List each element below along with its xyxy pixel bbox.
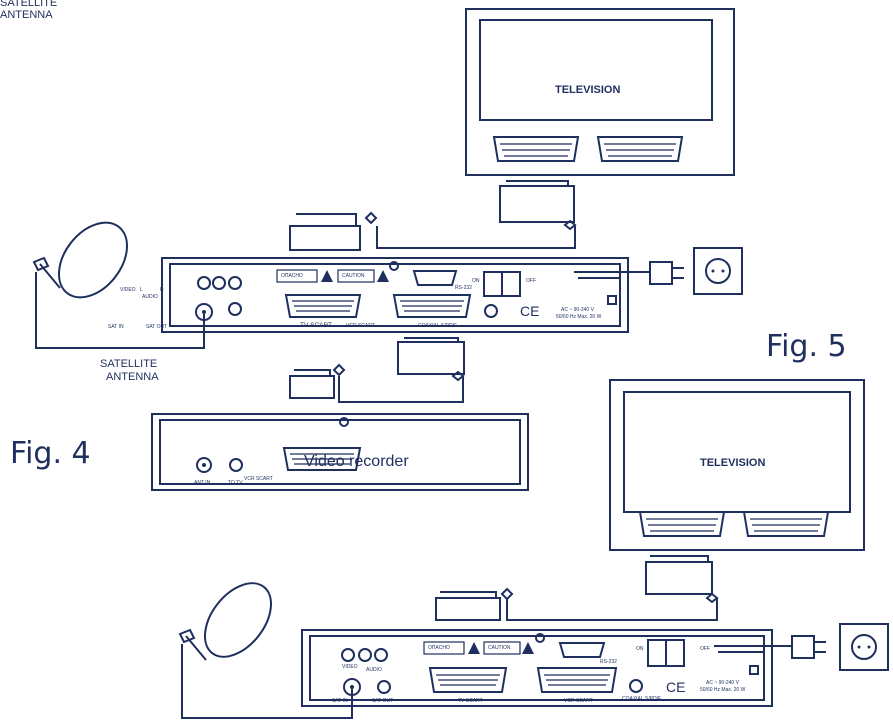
vcr-name-label: Video recorder — [304, 453, 409, 470]
fig4-video-recorder: ANT IN TO TV VCR SCART Video recorder — [151, 413, 529, 491]
satellite-label-top-line1: SATELLITE — [0, 0, 57, 9]
vcr-to-tv-label: TO TV — [228, 480, 243, 486]
fig4-ce-mark: CE — [520, 303, 539, 319]
fig4-receiver-satout-label: SAT OUT — [146, 324, 167, 330]
fig5-power-cable — [744, 623, 889, 671]
fig4-switch-off: OFF — [526, 278, 536, 284]
fig4-power-cable — [596, 247, 743, 295]
fig5-television: TELEVISION — [609, 379, 865, 551]
fig4-receiver: VIDEO L R AUDIO SAT IN SAT OUT ОПАСНО CA… — [108, 257, 629, 333]
fig4-receiver-l-label: L — [140, 287, 143, 293]
fig4-coaxial-label: COAXIAL S/PDIF — [418, 323, 457, 329]
satellite-label-top-line2: ANTENNA — [0, 9, 53, 21]
fig4-warning-1: ОПАСНО — [281, 273, 303, 279]
fig4-caption: Fig. 4 — [10, 436, 91, 471]
fig4-television-label: TELEVISION — [555, 84, 620, 96]
fig5-power-rating-1: AC ~ 90-240 V — [706, 680, 740, 686]
fig4-receiver-satin-label: SAT IN — [108, 324, 124, 330]
fig5-warning-1: ОПАСНО — [428, 645, 450, 651]
fig4-satellite-dish — [32, 221, 205, 349]
fig5-television-label: TELEVISION — [700, 457, 765, 469]
fig5-caption: Fig. 5 — [766, 329, 847, 364]
fig4-power-rating-1: AC ~ 90-240 V — [561, 307, 595, 313]
fig4-receiver-video-label: VIDEO — [120, 287, 136, 293]
fig4-switch-on: ON — [472, 278, 480, 284]
fig4-warning-2: CAUTION — [342, 273, 365, 279]
fig5-rs232-label: RS-232 — [600, 659, 617, 665]
fig5-tv-scart-cable — [435, 555, 719, 621]
fig5-switch-on: ON — [636, 646, 644, 652]
fig4-vcr-scart-label: VCR SCART — [346, 323, 375, 329]
fig4-tv-scart-label: TV SCART — [300, 322, 332, 329]
fig5-receiver-audio-label: AUDIO — [366, 667, 382, 673]
fig5-receiver-video-label: VIDEO — [342, 664, 358, 670]
fig5-switch-off: OFF — [700, 646, 710, 652]
fig5-receiver-satout-label: SAT OUT — [372, 698, 393, 704]
fig5-tv-scart-label: TV SCART — [458, 698, 483, 704]
fig4-satellite-label-line1: SATELLITE — [100, 358, 157, 370]
fig4-satellite-label-line2: ANTENNA — [106, 371, 159, 383]
fig4-television: TELEVISION — [465, 8, 735, 176]
fig4-receiver-audio-label: AUDIO — [142, 294, 158, 300]
fig5-satellite-dish — [178, 582, 353, 719]
fig5-warning-2: CAUTION — [488, 645, 511, 651]
fig4-rs232-label: RS-232 — [455, 285, 472, 291]
fig4-tv-scart-cable — [289, 180, 577, 251]
fig4-vcr-scart-cable — [289, 337, 465, 403]
fig5-receiver-satin-label: SAT IN — [332, 698, 348, 704]
vcr-scart-label: VCR SCART — [244, 476, 273, 482]
fig5-receiver: VIDEO AUDIO SAT IN SAT OUT ОПАСНО CAUTIO… — [301, 629, 773, 707]
fig5-ce-mark: CE — [666, 679, 685, 695]
fig5-coaxial-label: COAXIAL S/PDIF — [622, 696, 661, 702]
fig5-power-rating-2: 50/60 Hz Max. 20 W — [700, 687, 746, 693]
fig4-power-rating-2: 50/60 Hz Max. 20 W — [556, 314, 602, 320]
fig5-vcr-scart-label: VCR SCART — [564, 698, 593, 704]
vcr-ant-in-label: ANT IN — [194, 480, 211, 486]
fig4-receiver-r-label: R — [160, 287, 164, 293]
